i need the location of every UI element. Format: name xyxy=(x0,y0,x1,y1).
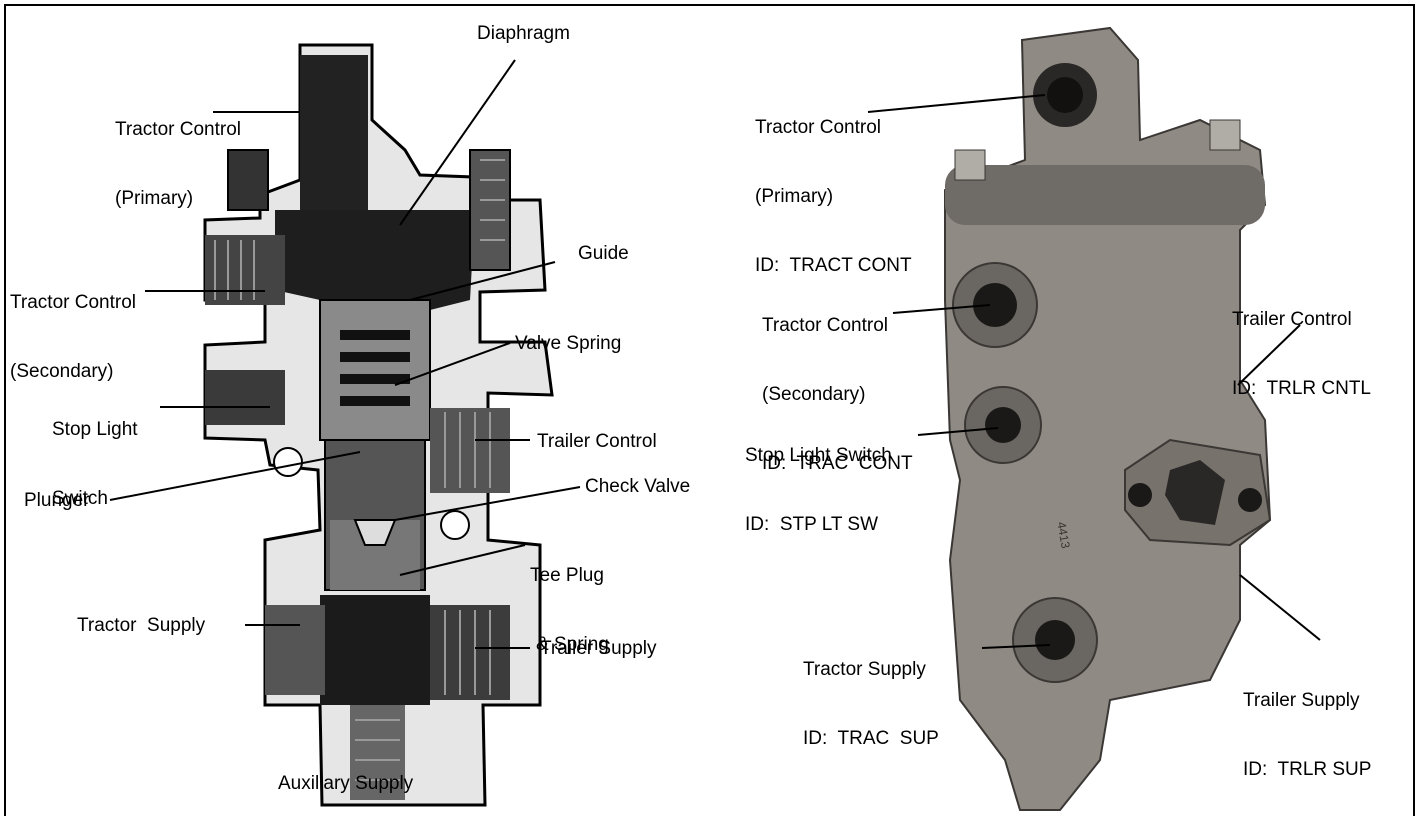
right-leader-lines xyxy=(867,94,1321,649)
photo-secondary-bore xyxy=(973,283,1017,327)
left-leader-lines xyxy=(109,59,581,649)
leader-photo-trailer-supply xyxy=(1239,574,1321,641)
label-tractor-control-secondary: Tractor Control (Secondary) xyxy=(10,292,136,382)
leader-photo-trailer-control xyxy=(1237,324,1301,386)
trailer-supply-port xyxy=(430,605,510,700)
upper-chamber xyxy=(300,55,368,215)
figure-border xyxy=(4,4,1415,816)
photo-label-trailer-supply: Trailer Supply ID: TRLR SUP xyxy=(1243,690,1372,780)
leader-photo-secondary xyxy=(892,304,991,314)
label-auxiliary-supply: Auxiliary Supply xyxy=(278,773,414,794)
label-tractor-control-primary: Tractor Control (Primary) xyxy=(115,119,241,209)
valve-guide xyxy=(319,299,431,441)
leader-guide xyxy=(409,261,556,301)
photo-label-tractor-control-secondary: Tractor Control (Secondary) ID: TRAC CON… xyxy=(762,315,913,474)
leader-plunger xyxy=(109,451,361,501)
trailer-control-port xyxy=(430,408,510,493)
supply-chamber xyxy=(320,595,430,705)
secondary-port xyxy=(205,235,285,305)
photo-label-stop-light-switch: Stop Light Switch ID: STP LT SW xyxy=(745,445,892,535)
leader-diaphragm xyxy=(399,59,516,226)
photo-flange-hole xyxy=(1128,483,1152,507)
photo-label-trailer-control: Trailer Control ID: TRLR CNTL xyxy=(1232,309,1372,399)
photo-stoplight-bore xyxy=(985,407,1021,443)
label-diaphragm: Diaphragm xyxy=(477,23,570,44)
label-tee-plug-spring: Tee Plug & Spring xyxy=(530,565,609,655)
check-valve xyxy=(353,519,397,546)
label-tractor-supply: Tractor Supply xyxy=(77,615,206,636)
photo-primary-bore xyxy=(1047,77,1083,113)
photo-supply-bore xyxy=(1035,620,1075,660)
stop-light-port xyxy=(205,370,285,425)
right-bolt xyxy=(469,149,511,271)
leader-photo-stoplight xyxy=(917,427,999,436)
photo-bolt xyxy=(1209,119,1241,151)
valve-photo xyxy=(944,26,1272,811)
label-valve-spring: Valve Spring xyxy=(515,333,622,354)
passage-hole xyxy=(273,447,303,477)
label-stop-light-switch: Stop Light Switch xyxy=(52,419,138,509)
photo-flange-hole xyxy=(1238,488,1262,512)
label-trailer-supply: Trailer Supply xyxy=(540,638,657,659)
leader-photo-primary xyxy=(867,94,1046,113)
label-guide: Guide xyxy=(578,243,629,264)
passage-hole xyxy=(440,510,470,540)
left-bolt xyxy=(227,149,269,211)
leader-tee-plug xyxy=(399,544,526,576)
photo-cover-plate xyxy=(945,165,1265,225)
photo-label-tractor-control-primary: Tractor Control (Primary) ID: TRACT CONT xyxy=(755,117,912,276)
label-plunger: Plunger xyxy=(24,490,90,511)
photo-trailer-control-opening xyxy=(1165,460,1225,525)
leader-valve-spring xyxy=(394,342,511,386)
photo-label-tractor-supply: Tractor Supply ID: TRAC SUP xyxy=(803,659,939,749)
label-trailer-control: Trailer Control xyxy=(537,431,657,452)
photo-stamp-text: 4413 xyxy=(1054,520,1073,550)
leader-check-valve xyxy=(394,486,581,521)
label-check-valve: Check Valve xyxy=(585,476,691,497)
photo-bolt xyxy=(954,149,986,181)
tractor-supply-port xyxy=(265,605,325,695)
valve-spring xyxy=(340,330,410,406)
leader-photo-tractor-supply xyxy=(981,644,1051,649)
